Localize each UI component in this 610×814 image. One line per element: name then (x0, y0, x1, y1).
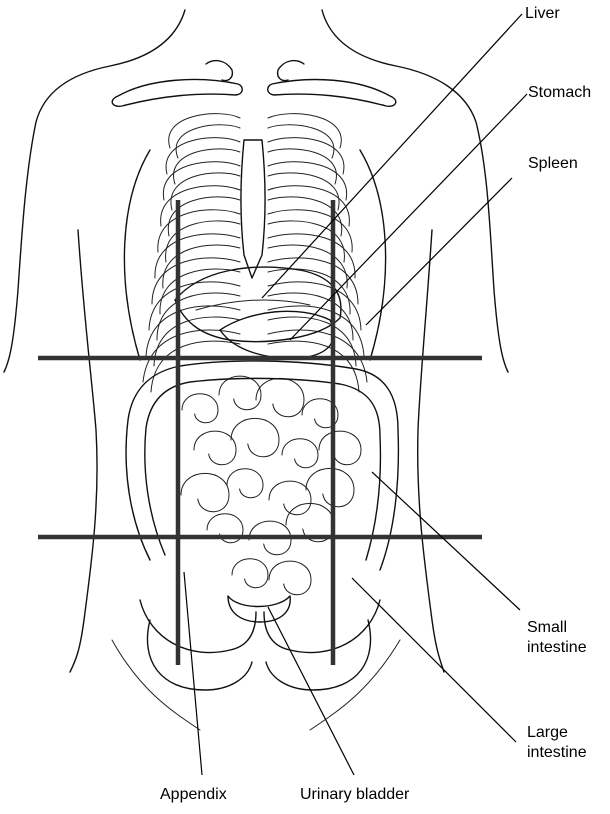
stomach-leader-line (290, 94, 527, 340)
spleen-label: Spleen (528, 154, 578, 174)
intestinal-loop (256, 378, 304, 416)
urinary-bladder-leader-line (268, 607, 354, 775)
intestinal-loop (181, 473, 229, 511)
intestinal-loop (306, 468, 354, 506)
right-rib (268, 341, 359, 392)
left-rib (176, 125, 240, 158)
small-intestine-leader-line (372, 472, 520, 610)
large-intestine-leader-line (352, 578, 516, 742)
urinary-bladder-label: Urinary bladder (300, 785, 409, 805)
appendix-label: Appendix (160, 785, 227, 805)
right-rib (268, 234, 355, 278)
left-rib (174, 149, 240, 184)
leader-lines (184, 14, 527, 775)
small-intestine-label-line1: Small (527, 618, 587, 638)
left-rib-cage (124, 114, 240, 392)
left-rib-cage-edge (124, 150, 150, 360)
right-rib (268, 149, 336, 184)
right-rib (268, 258, 358, 304)
large-intestine-label-line2: intestine (527, 743, 587, 763)
sternum (241, 140, 265, 278)
intestinal-loop (232, 559, 268, 588)
intestinal-loop (282, 439, 318, 468)
left-rib (151, 341, 240, 392)
intestinal-loop (219, 376, 261, 410)
intestinal-loop (231, 418, 279, 456)
intestinal-loop (182, 394, 218, 423)
large-intestine-label: Large intestine (527, 723, 587, 763)
intestinal-loop (194, 431, 236, 465)
liver-label: Liver (525, 4, 560, 24)
appendix-leader-line (184, 572, 202, 775)
right-rib (268, 114, 341, 148)
stomach-label: Stomach (528, 83, 591, 103)
left-rib (169, 114, 240, 148)
large-intestine-label-line1: Large (527, 723, 587, 743)
intestinal-loop (269, 561, 311, 595)
left-rib (171, 173, 240, 210)
small-intestine-label-line2: intestine (527, 638, 587, 658)
right-rib-cage-edge (360, 150, 386, 360)
intestinal-loop (269, 481, 311, 515)
intestinal-loop (227, 469, 263, 498)
intestinal-loop (319, 431, 361, 465)
spleen-leader-line (366, 178, 512, 325)
small-intestine-label: Small intestine (527, 618, 587, 658)
left-rib (157, 293, 240, 340)
clavicles (112, 61, 396, 107)
abdominal-region-grid (38, 200, 482, 665)
right-rib (268, 125, 334, 158)
right-rib (268, 282, 361, 330)
left-rib (152, 258, 240, 304)
right-rib-cage (268, 114, 386, 392)
left-rib (149, 282, 240, 330)
